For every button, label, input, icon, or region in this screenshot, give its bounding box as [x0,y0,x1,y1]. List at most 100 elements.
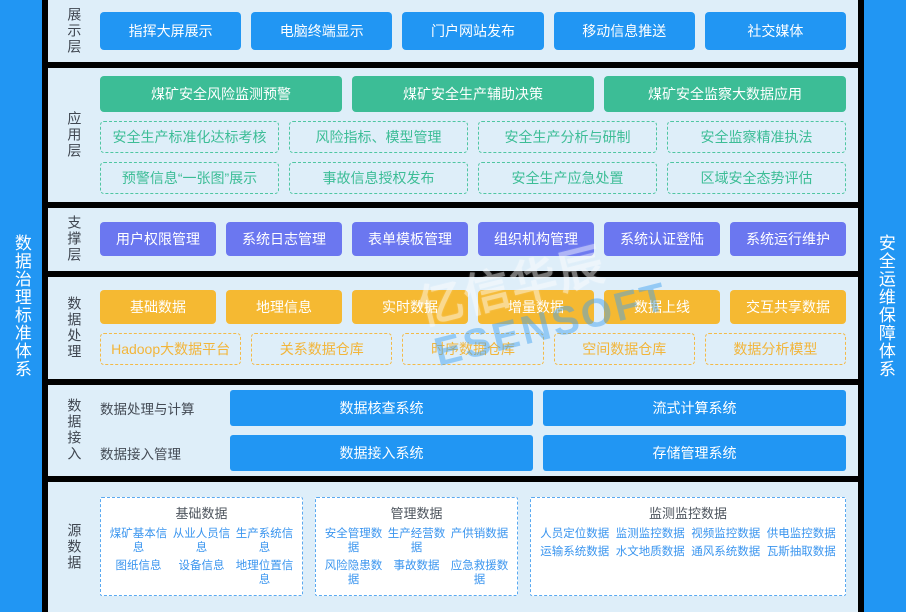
source-data-card-title: 管理数据 [390,506,443,522]
source-data-item[interactable]: 事故数据 [393,560,440,573]
layer-item-button[interactable]: 实时数据 [352,290,468,325]
layer-item-button[interactable]: 安全生产应急处置 [478,161,657,194]
source-data-card-title: 监测监控数据 [648,506,727,522]
source-data-item-line: 安全管理数据生产经营数据产供销数据 [322,526,511,556]
layer-item-button[interactable]: 地理信息 [226,290,342,325]
layer-row: Hadoop大数据平台关系数据仓库时序数据仓库空间数据仓库数据分析模型 [100,333,847,366]
source-data-item[interactable]: 设备信息 [178,560,225,573]
source-data-item[interactable]: 从业人员信息 [172,528,231,555]
layer-item-button[interactable]: 安全生产分析与研制 [478,120,657,153]
layer-item-button[interactable]: 系统运行维护 [730,222,846,257]
source-data-item-line: 人员定位数据监测监控数据视频监控数据供电监控数据 [537,526,839,542]
layer-band: 应用层煤矿安全风险监测预警煤矿安全生产辅助决策煤矿安全监察大数据应用安全生产标准… [48,67,858,202]
layer-item-button[interactable]: 交互共享数据 [730,290,846,325]
layer-item-button[interactable]: 空间数据仓库 [553,333,695,366]
source-data-card: 监测监控数据人员定位数据监测监控数据视频监控数据供电监控数据运输系统数据水文地质… [530,497,846,597]
layer-band: 支撑层用户权限管理系统日志管理表单模板管理组织机构管理系统认证登陆系统运行维护 [48,207,858,272]
data-access-system-button[interactable]: 数据接入系统 [230,434,533,471]
layer-item-button[interactable]: 系统日志管理 [226,222,342,257]
layer-item-button[interactable]: 安全监察精准执法 [667,120,846,153]
source-data-item-grid: 煤矿基本信息从业人员信息生产系统信息图纸信息 设备信息地理位置信息 [107,526,296,588]
source-data-row: 基础数据煤矿基本信息从业人员信息生产系统信息图纸信息设备信息地理位置信息管理数据… [100,497,846,597]
layer-item-button[interactable]: 社交媒体 [704,11,847,50]
source-data-item[interactable]: 图纸信息 [115,560,162,573]
layer-item-button[interactable]: 增量数据 [478,290,594,325]
layer-item-button[interactable]: 用户权限管理 [100,222,216,257]
source-data-item[interactable]: 监测监控数据 [615,528,685,541]
layer-item-button[interactable]: 数据分析模型 [704,333,847,366]
rail-right-gap [858,0,864,612]
source-data-card-title: 基础数据 [175,506,228,522]
source-data-item-line: 风险隐患数据事故数据应急救援数据 [322,558,511,588]
source-data-item-line: 煤矿基本信息从业人员信息生产系统信息 [107,526,296,556]
layer-band: 源数据基础数据煤矿基本信息从业人员信息生产系统信息图纸信息设备信息地理位置信息管… [48,481,858,612]
layer-item-button[interactable]: 时序数据仓库 [402,333,544,366]
rail-left-gap [42,0,48,612]
layer-label: 源数据 [66,522,83,571]
source-data-item-line: 图纸信息 设备信息地理位置信息 [107,558,296,588]
layer-row: 安全生产标准化达标考核风险指标、模型管理安全生产分析与研制安全监察精准执法 [100,120,846,153]
data-access-sublabel: 数据处理与计算 [100,401,195,417]
source-data-item[interactable]: 运输系统数据 [540,546,610,559]
layer-item-button[interactable]: 关系数据仓库 [251,333,393,366]
layer-item-button[interactable]: 区域安全态势评估 [667,161,846,194]
source-data-item[interactable]: 人员定位数据 [540,528,610,541]
layer-label: 支撑层 [66,215,83,264]
rail-right-ops: 安全运维保障体系 [864,0,906,612]
data-access-system-button[interactable]: 流式计算系统 [543,389,846,426]
layer-row: 用户权限管理系统日志管理表单模板管理组织机构管理系统认证登陆系统运行维护 [100,222,846,257]
layer-item-button[interactable]: 表单模板管理 [352,222,468,257]
layer-item-button[interactable]: 组织机构管理 [478,222,594,257]
layer-item-button[interactable]: 煤矿安全生产辅助决策 [352,75,594,112]
layer-row: 指挥大屏展示电脑终端显示门户网站发布移动信息推送社交媒体 [100,11,847,50]
source-data-item[interactable]: 产供销数据 [450,528,509,541]
source-data-item[interactable]: 供电监控数据 [766,528,836,541]
source-data-item[interactable]: 应急救援数据 [450,560,509,587]
layer-item-button[interactable]: Hadoop大数据平台 [100,333,242,366]
source-data-item[interactable]: 安全管理数据 [324,528,383,555]
layer-item-button[interactable]: 指挥大屏展示 [100,11,242,50]
layer-item-button[interactable]: 安全生产标准化达标考核 [100,120,279,153]
source-data-item[interactable]: 地理位置信息 [235,560,294,587]
data-access-system-button[interactable]: 存储管理系统 [543,434,846,471]
layer-body: 基础数据煤矿基本信息从业人员信息生产系统信息图纸信息设备信息地理位置信息管理数据… [100,482,858,612]
layer-label: 数据接入 [66,398,83,463]
layer-item-button[interactable]: 系统认证登陆 [604,222,720,257]
source-data-item[interactable]: 瓦斯抽取数据 [766,546,836,559]
layer-label: 展示层 [66,6,83,55]
data-access-row: 数据处理与计算 数据核查系统流式计算系统 [100,389,846,426]
data-access-sublabel: 数据接入管理 [100,446,181,462]
layer-item-button[interactable]: 门户网站发布 [402,11,544,50]
layer-item-button[interactable]: 煤矿安全监察大数据应用 [604,75,846,112]
layer-body: 基础数据地理信息实时数据增量数据数据上线交互共享数据 Hadoop大数据平台关系数… [100,277,858,378]
layer-band: 展示层指挥大屏展示电脑终端显示门户网站发布移动信息推送社交媒体 [48,0,858,62]
source-data-item[interactable]: 视频监控数据 [691,528,761,541]
layer-item-button[interactable]: 电脑终端显示 [251,11,393,50]
layer-body: 数据处理与计算 数据核查系统流式计算系统数据接入管理 数据接入系统存储管理系统 [100,385,858,476]
source-data-item[interactable]: 通风系统数据 [691,546,761,559]
source-data-card: 管理数据安全管理数据生产经营数据产供销数据风险隐患数据事故数据应急救援数据 [315,497,518,597]
source-data-card: 基础数据煤矿基本信息从业人员信息生产系统信息图纸信息设备信息地理位置信息 [100,497,303,597]
source-data-item[interactable]: 水文地质数据 [615,546,685,559]
layer-row: 煤矿安全风险监测预警煤矿安全生产辅助决策煤矿安全监察大数据应用 [100,75,846,112]
layer-label: 应用层 [66,110,83,159]
layer-item-button[interactable]: 煤矿安全风险监测预警 [100,75,342,112]
layer-row: 基础数据地理信息实时数据增量数据数据上线交互共享数据 [100,290,846,325]
data-access-row: 数据接入管理 数据接入系统存储管理系统 [100,434,846,471]
data-access-system-button[interactable]: 数据核查系统 [230,389,533,426]
layer-item-button[interactable]: 数据上线 [604,290,720,325]
source-data-item[interactable]: 煤矿基本信息 [109,528,168,555]
layer-item-button[interactable]: 基础数据 [100,290,216,325]
source-data-item[interactable]: 生产系统信息 [235,528,294,555]
layer-label: 数据处理 [66,295,83,360]
source-data-item-grid: 安全管理数据生产经营数据产供销数据风险隐患数据事故数据应急救援数据 [322,526,511,588]
source-data-item[interactable]: 风险隐患数据 [324,560,383,587]
layer-item-button[interactable]: 移动信息推送 [553,11,695,50]
source-data-item[interactable]: 生产经营数据 [387,528,446,555]
layer-band: 数据接入 数据处理与计算 数据核查系统流式计算系统数据接入管理 数据接入系统存储管理系… [48,384,858,476]
layer-stack: 展示层指挥大屏展示电脑终端显示门户网站发布移动信息推送社交媒体应用层煤矿安全风险… [48,0,858,612]
layer-item-button[interactable]: 事故信息授权发布 [289,161,468,194]
layer-item-button[interactable]: 预警信息“一张图”展示 [100,161,279,194]
layer-item-button[interactable]: 风险指标、模型管理 [289,120,468,153]
